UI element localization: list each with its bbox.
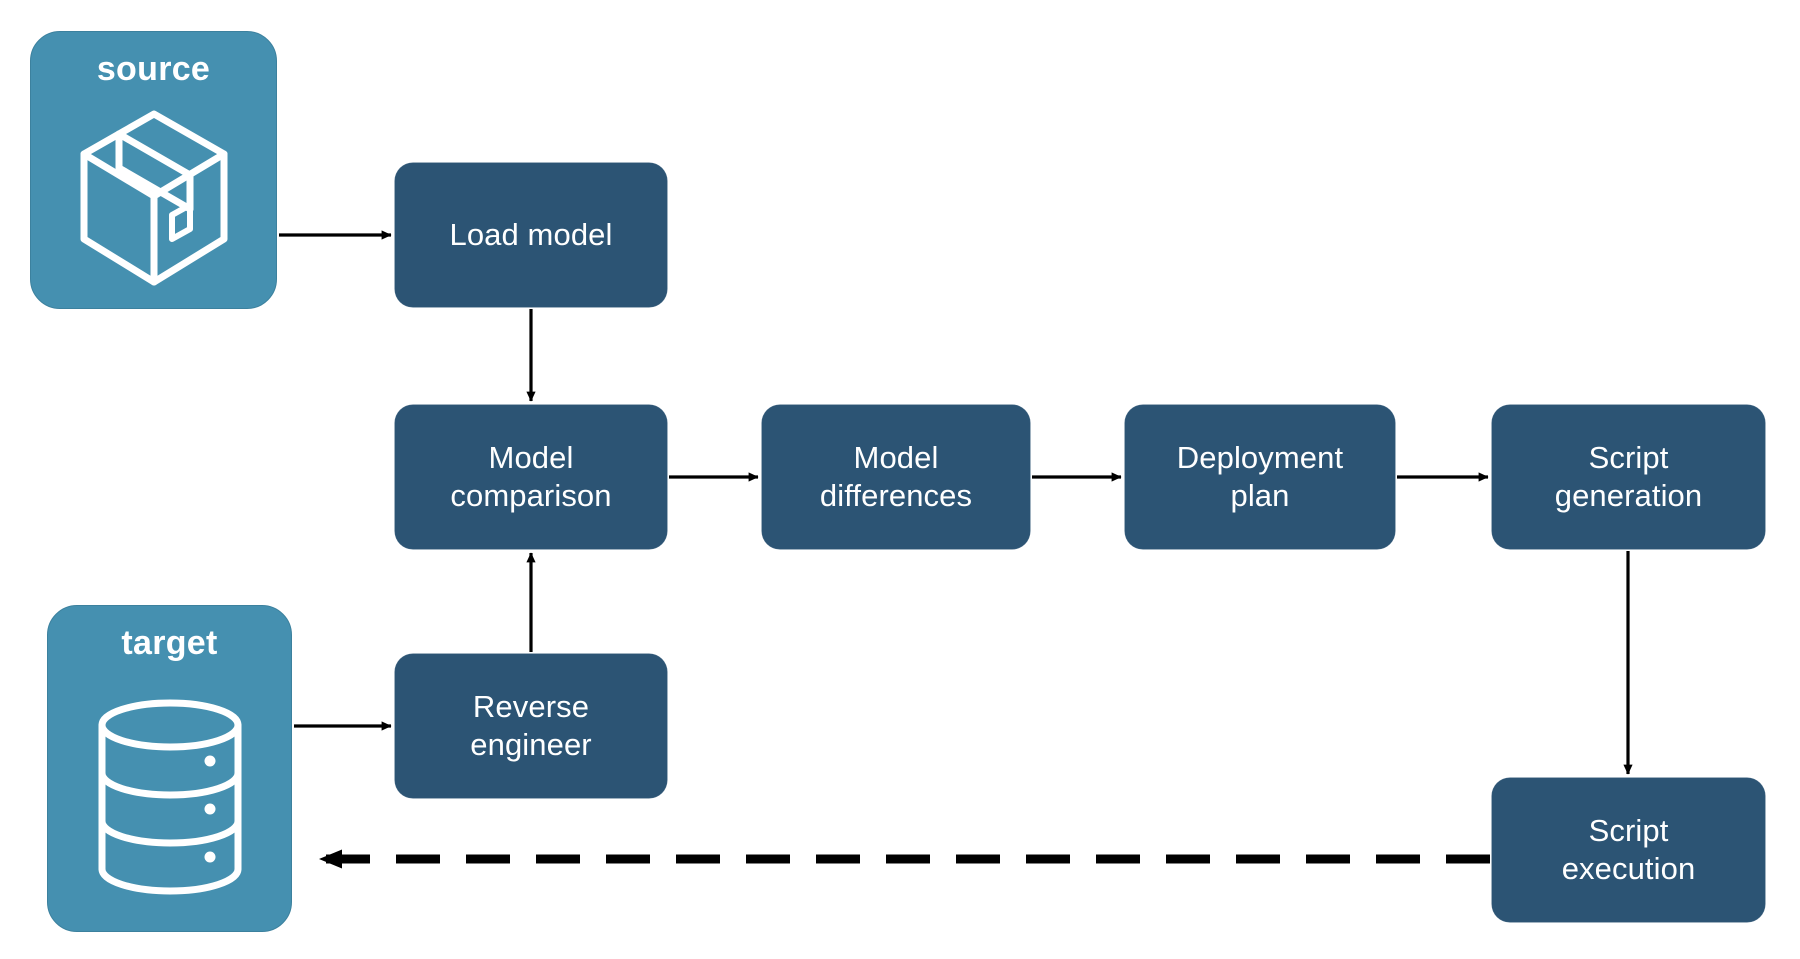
process-script-generation-label: Script generation — [1554, 440, 1703, 513]
endpoint-source-label: source — [96, 50, 211, 88]
process-deployment-plan-label: Deployment plan — [1176, 440, 1344, 513]
endpoint-source[interactable]: source — [30, 31, 277, 309]
process-deployment-plan[interactable]: Deployment plan — [1125, 405, 1395, 549]
endpoint-target[interactable]: target — [47, 605, 292, 932]
process-model-differences[interactable]: Model differences — [762, 405, 1030, 549]
process-script-generation[interactable]: Script generation — [1492, 405, 1765, 549]
endpoint-target-label: target — [121, 624, 218, 662]
process-script-execution[interactable]: Script execution — [1492, 778, 1765, 922]
process-model-comparison[interactable]: Model comparison — [395, 405, 667, 549]
process-reverse-engineer-label: Reverse engineer — [470, 689, 592, 762]
process-reverse-engineer[interactable]: Reverse engineer — [395, 654, 667, 798]
process-script-execution-label: Script execution — [1561, 813, 1696, 886]
process-load-model-label: Load model — [449, 217, 613, 253]
process-model-comparison-label: Model comparison — [450, 440, 612, 513]
package-box-icon — [31, 89, 276, 308]
process-model-differences-label: Model differences — [819, 440, 973, 513]
database-cylinder-icon — [48, 663, 291, 931]
process-load-model[interactable]: Load model — [395, 163, 667, 307]
